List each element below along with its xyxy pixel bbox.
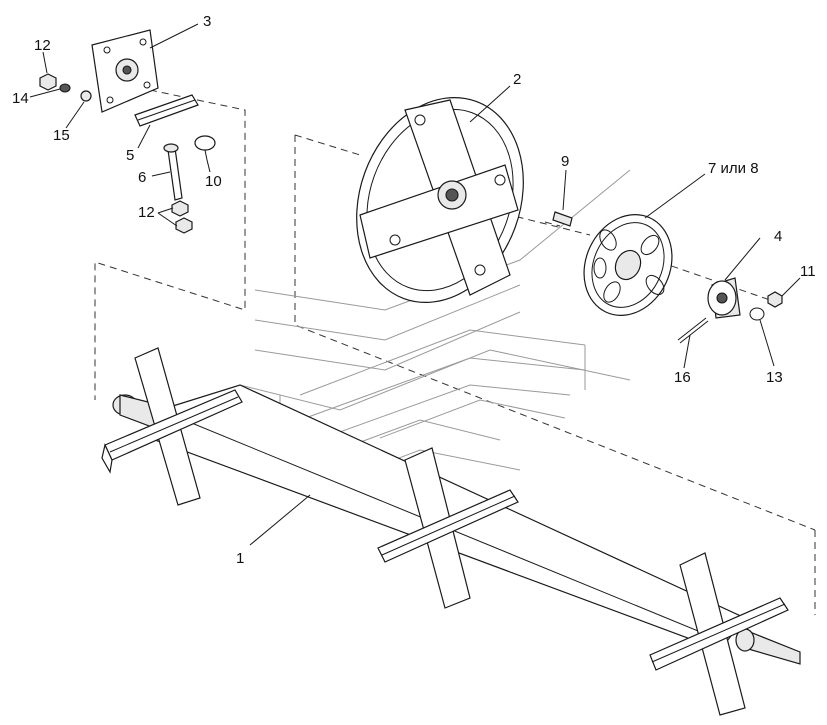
callout-16: 16 <box>674 369 691 386</box>
leader-lines <box>29 23 801 546</box>
callout-15: 15 <box>53 127 70 144</box>
callout-7: 7 или 8 <box>708 160 759 177</box>
reel-disc <box>356 97 524 303</box>
callout-10: 10 <box>205 173 222 190</box>
bracket <box>134 94 199 127</box>
callout-12-bottom: 12 <box>138 204 155 221</box>
callout-5: 5 <box>126 147 134 164</box>
callout-1: 1 <box>236 550 244 567</box>
ring <box>749 307 765 321</box>
bearing-plate <box>91 29 159 113</box>
assembly-guides <box>94 89 816 615</box>
hub-nut <box>767 291 783 308</box>
bolt <box>163 143 183 201</box>
washers <box>59 83 92 102</box>
hub <box>707 277 741 319</box>
callout-13: 13 <box>766 369 783 386</box>
callout-labels: 1 2 3 4 5 6 7 или 8 9 10 11 12 12 13 14 … <box>12 13 816 567</box>
callout-11: 11 <box>800 263 816 280</box>
nuts <box>39 73 193 234</box>
small-bolt <box>552 211 573 227</box>
pin <box>194 135 216 161</box>
callout-12-top: 12 <box>34 37 51 54</box>
pulley <box>583 214 673 316</box>
callout-9: 9 <box>561 153 569 170</box>
cotter-pin <box>677 317 709 344</box>
callout-14: 14 <box>12 90 29 107</box>
callout-6: 6 <box>138 169 146 186</box>
callout-2: 2 <box>513 71 521 88</box>
reel-shaft-assembly <box>101 347 801 716</box>
callout-3: 3 <box>203 13 211 30</box>
callout-4: 4 <box>774 228 782 245</box>
